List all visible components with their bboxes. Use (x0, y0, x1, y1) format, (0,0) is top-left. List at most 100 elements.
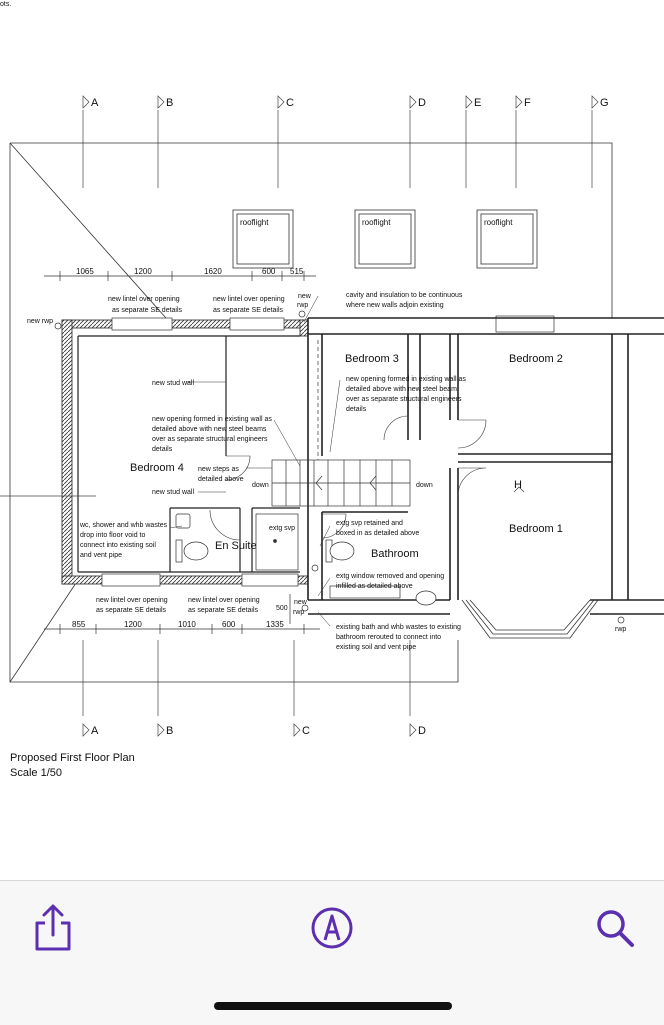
room-bedroom-3: Bedroom 3 (345, 353, 399, 365)
bottom-toolbar (0, 880, 664, 1025)
svg-text:new: new (298, 293, 312, 300)
svg-text:infilled as detailed above: infilled as detailed above (336, 583, 413, 590)
rooflight-label-1: rooflight (240, 218, 269, 227)
svg-text:new lintel over opening: new lintel over opening (108, 296, 180, 303)
svg-text:E: E (474, 97, 481, 109)
svg-text:detailed above with new steel: detailed above with new steel beams (152, 426, 267, 433)
svg-text:new opening formed in existing: new opening formed in existing wall as (152, 416, 272, 423)
annotation-notes: new lintel over opening as separate SE d… (79, 292, 466, 651)
room-bedroom-1: Bedroom 1 (509, 523, 563, 535)
svg-text:boxed in as detailed above: boxed in as detailed above (336, 530, 419, 537)
svg-text:1200: 1200 (124, 620, 142, 629)
svg-text:H: H (514, 479, 522, 491)
sanitary-fittings (175, 513, 437, 606)
svg-text:as separate SE details: as separate SE details (213, 307, 284, 314)
svg-text:1620: 1620 (204, 267, 222, 276)
window-openings (101, 315, 555, 587)
svg-text:drop into floor void to: drop into floor void to (80, 532, 145, 539)
svg-text:new lintel over opening: new lintel over opening (188, 597, 260, 604)
svg-text:1200: 1200 (134, 267, 152, 276)
svg-text:600: 600 (262, 267, 276, 276)
dimension-values-top: 1065 1200 1620 600 515 (76, 267, 304, 276)
section-labels-top: A B C D E F G (91, 97, 609, 109)
section-markers-bottom (0, 495, 417, 737)
svg-text:1065: 1065 (76, 267, 94, 276)
search-icon (597, 910, 634, 947)
room-bedroom-2: Bedroom 2 (509, 353, 563, 365)
rooflight-label-3: rooflight (484, 218, 513, 227)
svg-text:extg svp: extg svp (269, 525, 295, 532)
rwp-markers (54, 310, 625, 624)
doors (209, 415, 487, 541)
corner-text: ots. (0, 1, 11, 8)
svg-text:C: C (302, 725, 310, 737)
plan-title: Proposed First Floor Plan (10, 752, 135, 764)
svg-text:cavity and insulation to be co: cavity and insulation to be continuous (346, 292, 463, 299)
svg-text:rwp: rwp (615, 626, 626, 633)
svg-text:detailed above: detailed above (198, 476, 244, 483)
floor-plan-drawing: ots. A B C D E F G rooflight rooflight r… (0, 1, 664, 737)
svg-text:rwp: rwp (297, 302, 308, 309)
search-button[interactable] (590, 903, 640, 953)
markup-button[interactable] (307, 903, 357, 953)
svg-text:wc, shower and whb wastes: wc, shower and whb wastes (79, 522, 168, 529)
svg-text:855: 855 (72, 620, 86, 629)
svg-text:extg svp retained and: extg svp retained and (336, 520, 403, 527)
plan-marks: down down H rwp new rwp new rwp new rwp … (27, 293, 626, 633)
share-button[interactable] (28, 903, 78, 953)
internal-walls (77, 335, 300, 573)
svg-text:515: 515 (290, 267, 304, 276)
svg-text:D: D (418, 725, 426, 737)
roof-outline (9, 142, 613, 683)
svg-text:new steps as: new steps as (198, 466, 239, 473)
dimension-line-bottom (44, 594, 320, 634)
svg-text:A: A (91, 97, 99, 109)
svg-text:connect into existing soil: connect into existing soil (80, 542, 156, 549)
plan-scale: Scale 1/50 (10, 767, 62, 779)
svg-text:over as separate structural en: over as separate structural engineers (152, 436, 268, 443)
svg-text:A: A (91, 725, 99, 737)
svg-text:D: D (418, 97, 426, 109)
svg-text:new: new (294, 599, 308, 606)
svg-text:B: B (166, 725, 173, 737)
svg-text:B: B (166, 97, 173, 109)
svg-text:and vent pipe: and vent pipe (80, 552, 122, 559)
room-en-suite: En Suite (215, 540, 257, 552)
svg-text:bathroom rerouted to connect i: bathroom rerouted to connect into (336, 634, 441, 641)
room-bathroom: Bathroom (371, 548, 419, 560)
svg-text:1335: 1335 (266, 620, 284, 629)
svg-text:F: F (524, 97, 531, 109)
svg-text:existing bath and whb wastes t: existing bath and whb wastes to existing (336, 624, 461, 631)
rooflight-label-2: rooflight (362, 218, 391, 227)
svg-text:as separate SE details: as separate SE details (96, 607, 167, 614)
svg-text:rwp: rwp (293, 609, 304, 616)
svg-text:600: 600 (222, 620, 236, 629)
svg-text:new stud wall: new stud wall (152, 489, 194, 496)
svg-text:down: down (252, 482, 269, 489)
svg-text:down: down (416, 482, 433, 489)
svg-text:details: details (346, 406, 367, 413)
section-labels-bottom: A B C D (91, 725, 426, 737)
svg-text:G: G (600, 97, 609, 109)
rooflights (232, 209, 538, 269)
svg-text:extg window removed and openin: extg window removed and opening (336, 573, 444, 580)
room-labels: Bedroom 4 Bedroom 3 Bedroom 2 Bedroom 1 … (130, 353, 563, 560)
dimension-line-top (44, 271, 316, 281)
h-mark-chevron (513, 486, 525, 493)
annotation-leaders (169, 295, 341, 627)
share-icon (35, 904, 71, 951)
svg-text:1010: 1010 (178, 620, 196, 629)
svg-text:as separate SE details: as separate SE details (188, 607, 259, 614)
existing-walls (307, 317, 664, 615)
svg-text:detailed above with new steel: detailed above with new steel beam (346, 386, 457, 393)
svg-text:new stud wall: new stud wall (152, 380, 194, 387)
svg-text:new opening formed in existing: new opening formed in existing wall as (346, 376, 466, 383)
svg-text:over as separate structural en: over as separate structural engineers (346, 396, 462, 403)
svg-text:existing soil and vent pipe: existing soil and vent pipe (336, 644, 416, 651)
markup-icon (311, 907, 353, 949)
svg-text:where new walls adjoin existin: where new walls adjoin existing (345, 302, 444, 309)
svg-text:new lintel over opening: new lintel over opening (213, 296, 285, 303)
svg-text:details: details (152, 446, 173, 453)
home-indicator (214, 1002, 452, 1010)
svg-text:new lintel over opening: new lintel over opening (96, 597, 168, 604)
